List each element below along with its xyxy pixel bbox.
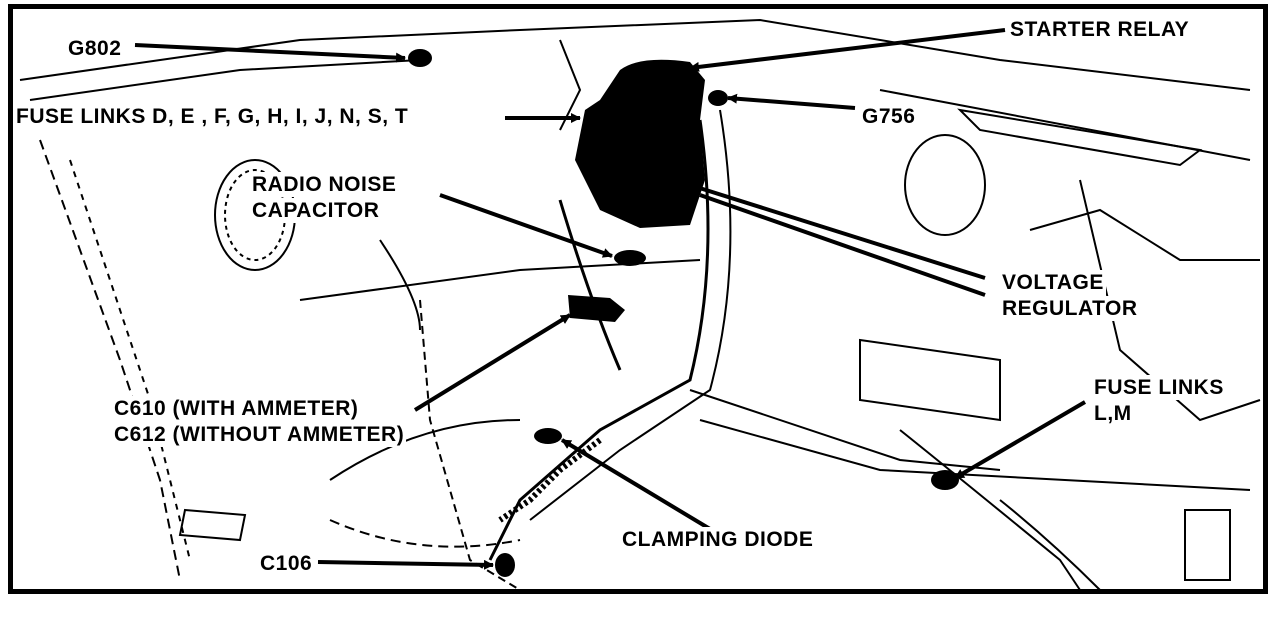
arrow-g756	[727, 93, 856, 110]
label-fuse-links-main: FUSE LINKS D, E , F, G, H, I, J, N, S, T	[14, 104, 411, 129]
arrow-c106	[317, 559, 494, 570]
arrow-g802	[134, 43, 406, 63]
arrow-radio-noise	[439, 193, 613, 258]
background-line-art	[19, 18, 1261, 591]
label-c610: C610 (WITH AMMETER)	[112, 396, 361, 421]
radio-noise-capacitor	[614, 250, 646, 266]
g802-ground	[408, 49, 432, 67]
fuse-links-lm-shape	[931, 470, 959, 490]
starter-relay-shape	[575, 59, 705, 228]
label-g756: G756	[860, 104, 918, 129]
arrow-clamping-diode	[560, 438, 722, 537]
label-c612: C612 (WITHOUT AMMETER)	[112, 422, 407, 447]
leader-arrows	[134, 28, 1087, 570]
arrow-voltage-regulator-2	[699, 193, 986, 297]
label-clamping-diode: CLAMPING DIODE	[620, 527, 816, 552]
label-radio-noise-line1: RADIO NOISE	[250, 172, 399, 197]
arrow-voltage-regulator-1	[689, 182, 986, 280]
label-voltage-regulator-line2: REGULATOR	[1000, 296, 1140, 321]
arrow-starter-relay	[689, 28, 1006, 72]
label-radio-noise-line2: CAPACITOR	[250, 198, 382, 223]
arrow-c610	[413, 313, 572, 412]
arrow-fuse-links-lm	[953, 400, 1087, 480]
label-fuse-links-lm-line1: FUSE LINKS	[1092, 375, 1226, 400]
components	[408, 49, 959, 577]
c106-connector	[495, 553, 515, 577]
label-fuse-links-lm-line2: L,M	[1092, 401, 1134, 426]
label-c106: C106	[258, 551, 315, 576]
label-voltage-regulator-line1: VOLTAGE	[1000, 270, 1106, 295]
clamping-diode-shape	[534, 428, 562, 444]
label-g802: G802	[66, 36, 124, 61]
label-starter-relay: STARTER RELAY	[1008, 17, 1192, 42]
c610-connector	[568, 295, 625, 322]
g756-ground	[708, 90, 728, 106]
